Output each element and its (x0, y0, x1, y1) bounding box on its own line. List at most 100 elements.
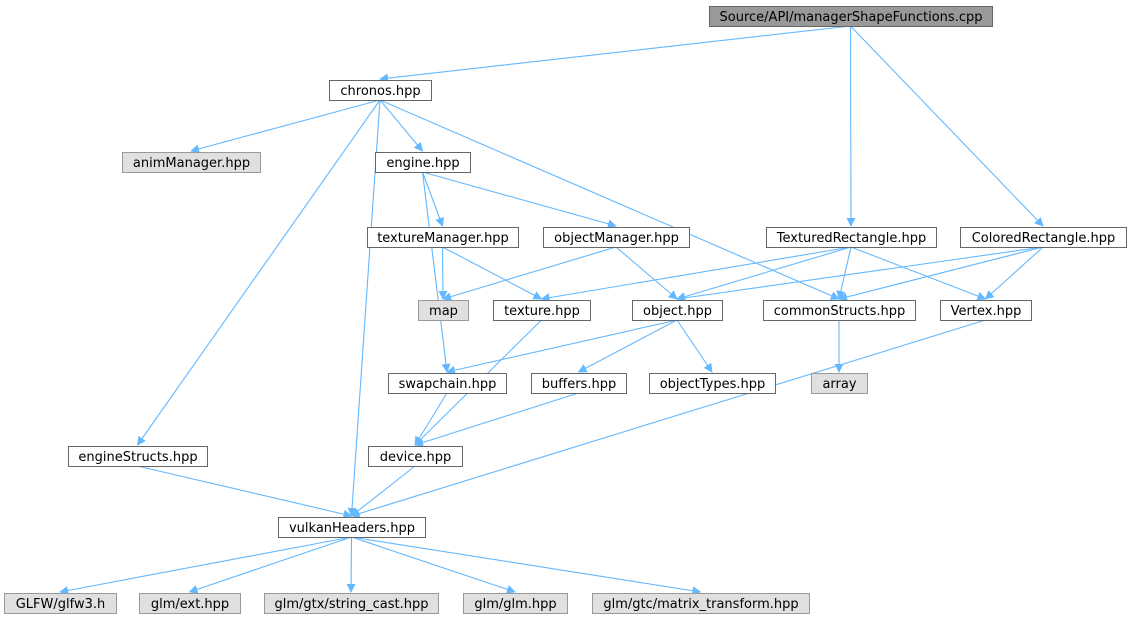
node-device[interactable]: device.hpp (368, 446, 463, 467)
edge-chronos-to-common-structs (379, 99, 840, 300)
node-box (122, 152, 261, 173)
edge-line (59, 536, 352, 595)
node-vulkan-headers[interactable]: vulkanHeaders.hpp (278, 517, 426, 538)
edge-line (438, 246, 448, 300)
edge-chronos-to-engine (379, 99, 424, 152)
edge-texture-manager-to-texture (442, 246, 543, 300)
edge-line (422, 171, 617, 229)
edge-line (421, 171, 451, 373)
edge-line (137, 465, 353, 519)
edge-vulkan-headers-to-glm-ext (188, 536, 352, 594)
edge-line (350, 465, 416, 517)
edge-line (540, 246, 852, 303)
node-glm-ext: glm/ext.hpp (139, 593, 241, 614)
node-label: glm/gtc/matrix_transform.hpp (603, 597, 798, 612)
node-box (592, 593, 810, 614)
node-box (531, 373, 627, 394)
node-box (139, 593, 241, 614)
edge-root-to-chronos (379, 25, 851, 83)
node-box (278, 517, 426, 538)
edge-line (850, 25, 1044, 227)
node-textured-rect[interactable]: TexturedRectangle.hpp (766, 227, 937, 248)
node-box (4, 593, 117, 614)
edge-line (351, 536, 516, 594)
edge-line (846, 25, 856, 227)
node-box (766, 227, 937, 248)
node-box (763, 300, 916, 321)
edge-textured-rect-to-texture (540, 246, 852, 303)
node-texture-manager[interactable]: textureManager.hpp (367, 227, 519, 248)
node-label: engine.hpp (386, 156, 459, 171)
edge-line (379, 25, 851, 83)
edge-line (577, 319, 678, 373)
node-label: chronos.hpp (340, 84, 420, 99)
node-label: texture.hpp (504, 304, 580, 319)
node-box (649, 373, 776, 394)
edge-line (190, 99, 381, 154)
node-label: glm/ext.hpp (151, 597, 229, 612)
node-box (418, 300, 469, 321)
node-box (367, 227, 519, 248)
node-box (368, 446, 463, 467)
node-label: textureManager.hpp (377, 231, 509, 246)
node-box (543, 227, 690, 248)
edge-object-to-buffers (577, 319, 678, 373)
node-object[interactable]: object.hpp (632, 300, 723, 321)
node-glm-glm: glm/glm.hpp (463, 593, 568, 614)
edge-line (346, 536, 356, 593)
edge-object-manager-to-map (442, 246, 617, 301)
edge-textured-rect-to-object (676, 246, 852, 301)
node-label: commonStructs.hpp (774, 304, 905, 319)
edge-line (350, 319, 986, 518)
node-box (68, 446, 208, 467)
edge-line (379, 99, 424, 152)
node-buffers[interactable]: buffers.hpp (531, 373, 627, 394)
edge-vertex-to-vulkan-headers (350, 319, 986, 518)
edge-line (838, 246, 1044, 302)
node-root[interactable]: Source/API/managerShapeFunctions.cpp (709, 6, 993, 27)
edge-line (850, 246, 987, 301)
node-label: buffers.hpp (542, 377, 616, 392)
node-map: map (418, 300, 469, 321)
node-label: Source/API/managerShapeFunctions.cpp (720, 10, 983, 25)
edge-vulkan-headers-to-glm-matrix (351, 536, 702, 596)
edge-textured-rect-to-common-structs (836, 246, 852, 300)
node-label: vulkanHeaders.hpp (289, 521, 415, 536)
node-glfw: GLFW/glfw3.h (4, 593, 117, 614)
node-box (960, 227, 1127, 248)
edge-engine-to-object-manager (422, 171, 617, 229)
edge-texture-manager-to-map (438, 246, 448, 300)
node-box (811, 373, 868, 394)
edge-line (379, 99, 840, 300)
node-engine-structs[interactable]: engineStructs.hpp (68, 446, 208, 467)
node-box (709, 6, 993, 27)
node-box (493, 300, 591, 321)
node-engine[interactable]: engine.hpp (375, 152, 471, 173)
node-texture[interactable]: texture.hpp (493, 300, 591, 321)
edge-line (421, 171, 444, 227)
node-label: map (429, 304, 458, 319)
edge-line (676, 246, 1044, 303)
node-chronos[interactable]: chronos.hpp (329, 80, 432, 101)
node-object-types[interactable]: objectTypes.hpp (649, 373, 776, 394)
edge-vulkan-headers-to-glfw (59, 536, 352, 595)
edge-buffers-to-device (414, 392, 579, 447)
node-common-structs[interactable]: commonStructs.hpp (763, 300, 916, 321)
edge-root-to-colored-rect (850, 25, 1044, 227)
edge-line (676, 319, 713, 373)
edge-swapchain-to-device (414, 392, 448, 446)
node-label: array (822, 377, 856, 392)
edge-line (615, 246, 678, 300)
node-box (264, 593, 439, 614)
edge-colored-rect-to-vertex (984, 246, 1044, 300)
edge-line (676, 246, 852, 301)
node-vertex[interactable]: Vertex.hpp (940, 300, 1032, 321)
edge-object-manager-to-object (615, 246, 678, 300)
node-swapchain[interactable]: swapchain.hpp (388, 373, 507, 394)
node-object-manager[interactable]: objectManager.hpp (543, 227, 690, 248)
edge-line (414, 392, 448, 446)
edges-layer (59, 25, 1044, 596)
node-label: glm/gtx/string_cast.hpp (274, 597, 428, 612)
edge-object-to-object-types (676, 319, 713, 373)
node-colored-rect[interactable]: ColoredRectangle.hpp (960, 227, 1127, 248)
